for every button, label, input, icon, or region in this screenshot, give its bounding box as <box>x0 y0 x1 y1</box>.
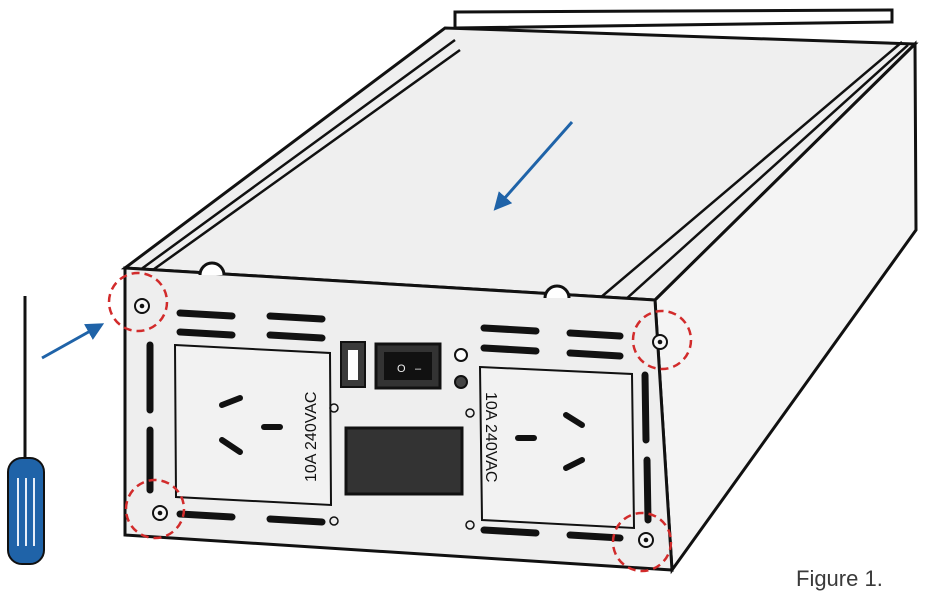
switch-on-symbol: – <box>415 363 422 375</box>
left-outlet-label: 10A 240VAC <box>303 392 320 482</box>
switch-off-symbol: O <box>397 363 406 375</box>
figure-caption: Figure 1. <box>796 566 883 591</box>
screwdriver-icon <box>7 296 45 565</box>
vent-slots <box>146 309 652 542</box>
indicator-led-top <box>454 348 468 362</box>
power-switch: O – <box>374 342 442 390</box>
right-power-outlet: 10A 240VAC <box>465 365 636 530</box>
slide-direction-arrow <box>493 121 574 211</box>
right-outlet-label: 10A 240VAC <box>482 392 499 482</box>
screw-highlight-circles <box>107 271 693 573</box>
indicator-led-bottom <box>454 375 468 389</box>
usb-port <box>340 341 366 388</box>
left-power-outlet: 10A 240VAC <box>173 343 339 526</box>
screw-direction-arrow <box>41 323 105 360</box>
display-screen <box>344 426 464 496</box>
